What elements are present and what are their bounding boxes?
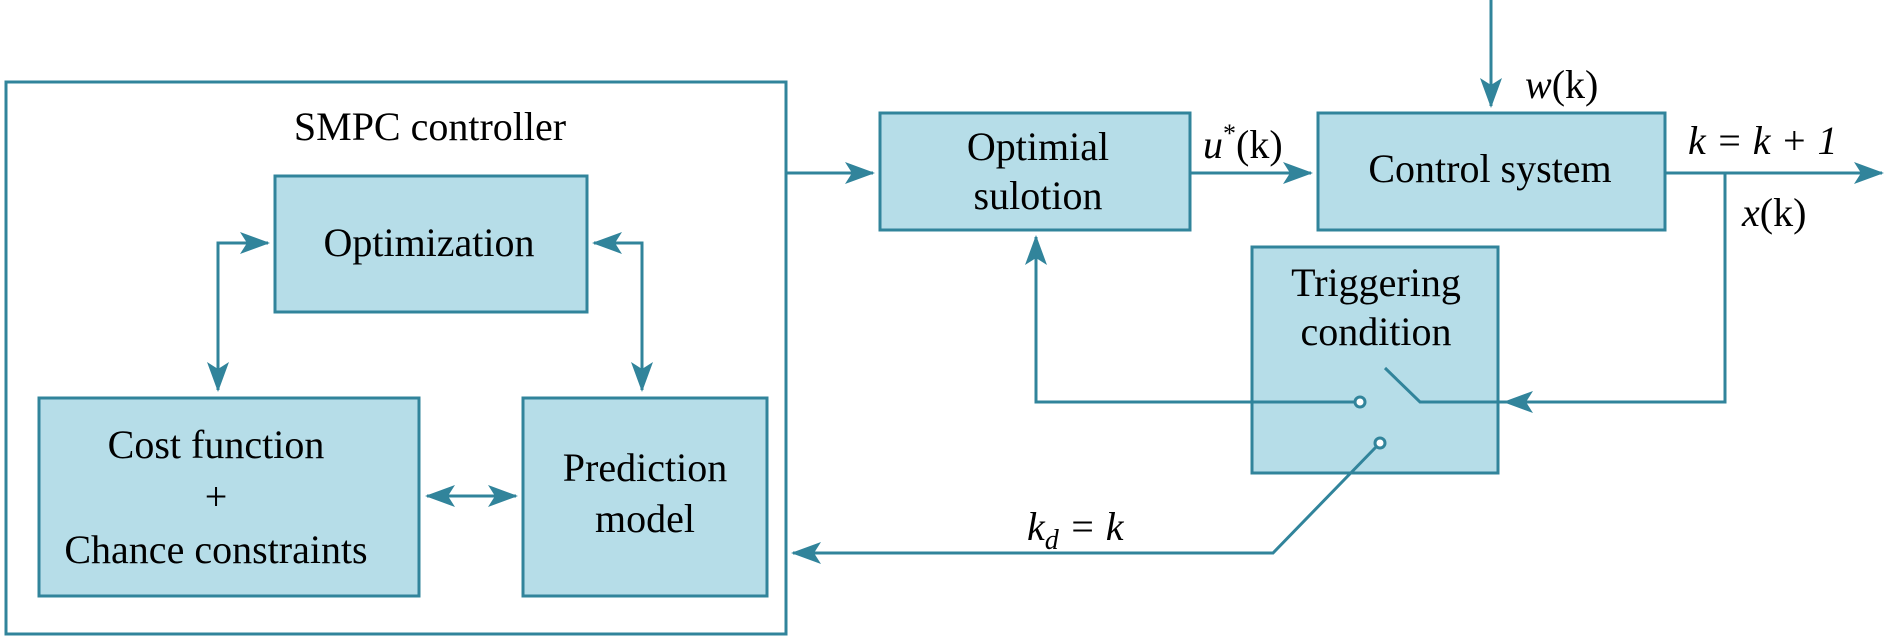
trigger-to-optimal-arrow (1025, 235, 1355, 404)
k-update-label: k = k + 1 (1688, 118, 1838, 163)
triggering-label: Triggering (1291, 260, 1461, 305)
optimization-cost-arrow (207, 232, 270, 392)
u-star-label: u*(k) (1203, 119, 1283, 167)
smpc-controller-title: SMPC controller (294, 104, 566, 149)
switch-contact-upper (1353, 395, 1367, 409)
switch-blade (1383, 366, 1505, 404)
optimization-label: Optimization (323, 220, 534, 265)
switch-contact-lower (1373, 436, 1387, 450)
condition-label: condition (1300, 309, 1451, 354)
cost-function-label: Cost function (108, 422, 325, 467)
optimal-label: Optimial (967, 124, 1109, 169)
smpc-controller-frame (4, 80, 788, 636)
kd-label: kd = k (1027, 504, 1125, 556)
state-feedback-arrow (1503, 173, 1727, 413)
cost-function-block (37, 396, 421, 598)
control-system-block (1316, 111, 1667, 232)
optimization-block (273, 174, 589, 314)
solution-label: sulotion (974, 173, 1103, 218)
cost-plus-label: + (205, 474, 228, 519)
triggering-condition-block (1250, 245, 1500, 475)
optimal-solution-block (878, 111, 1192, 232)
prediction-label: Prediction (563, 445, 727, 490)
w-label: w(k) (1525, 62, 1598, 107)
control-system-label: Control system (1368, 146, 1611, 191)
chance-constraints-label: Chance constraints (64, 527, 367, 572)
prediction-model-block (521, 396, 769, 598)
optimization-prediction-arrow (592, 232, 653, 392)
model-label: model (595, 496, 695, 541)
kd-feedback-arrow (791, 445, 1378, 564)
x-state-label: x(k) (1741, 190, 1806, 235)
